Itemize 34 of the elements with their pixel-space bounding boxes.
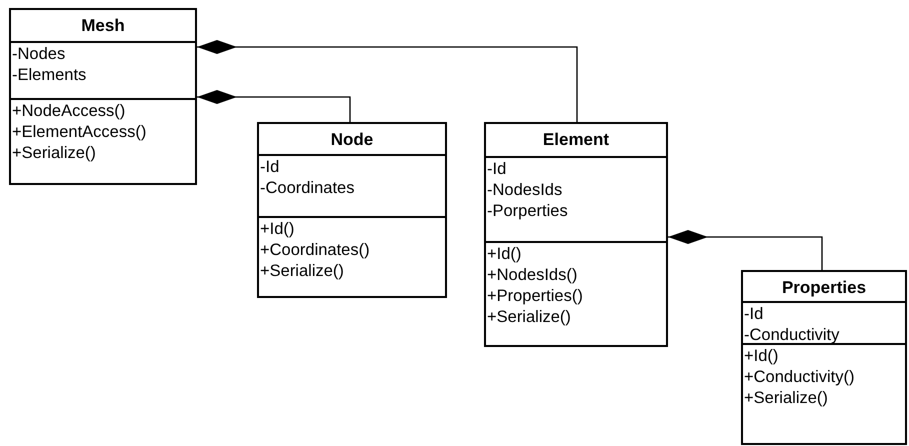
class-name: Element	[542, 130, 610, 150]
method-text: +Serialize()	[487, 307, 571, 328]
composition-connector	[668, 230, 823, 270]
method-text: +Conductivity()	[744, 367, 854, 388]
class-box	[484, 122, 668, 347]
composition-connector	[197, 40, 578, 122]
class-box	[9, 8, 197, 185]
attribute-text: -Id	[744, 304, 764, 325]
attribute-text: -Elements	[12, 65, 86, 86]
attribute-text: -Nodes	[12, 44, 66, 65]
attribute-text: -NodesIds	[487, 180, 562, 201]
method-text: +NodesIds()	[487, 265, 578, 286]
method-text: +Coordinates()	[260, 240, 370, 261]
class-name: Mesh	[80, 16, 126, 36]
method-text: +Serialize()	[744, 388, 828, 409]
class-name: Node	[330, 130, 374, 150]
method-text: +Id()	[487, 244, 522, 265]
method-text: +Id()	[744, 346, 778, 367]
method-text: +Id()	[260, 219, 294, 240]
method-text: +NodeAccess()	[12, 101, 126, 122]
attribute-text: -Conductivity	[744, 325, 840, 346]
attribute-text: -Porperties	[487, 201, 568, 222]
method-text: +Serialize()	[260, 261, 344, 282]
composition-connector	[197, 90, 351, 122]
attributes-section	[743, 301, 905, 343]
attribute-text: -Coordinates	[260, 178, 354, 199]
class-box	[741, 270, 907, 445]
method-text: +Serialize()	[12, 143, 96, 164]
class-box	[257, 122, 447, 298]
method-text: +ElementAccess()	[12, 122, 146, 143]
class-name: Properties	[780, 278, 868, 298]
attribute-text: -Id	[487, 159, 506, 180]
attribute-text: -Id	[260, 157, 280, 178]
method-text: +Properties()	[487, 286, 583, 307]
